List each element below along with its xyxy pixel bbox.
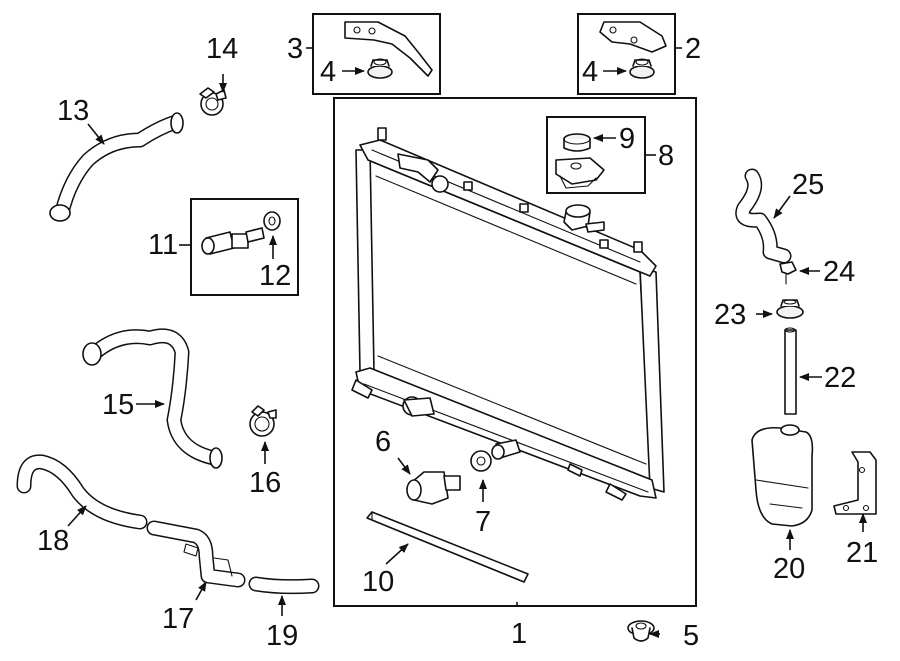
bypass-pipe-17 [146,520,246,588]
callout-8: 8 [658,140,674,172]
callout-24: 24 [823,256,855,288]
box-part-3 [312,13,441,95]
callout-16: 16 [249,467,281,499]
callout-2: 2 [685,33,701,65]
callout-15: 15 [102,389,134,421]
callout-13: 13 [57,95,89,127]
callout-11: 11 [148,229,178,261]
radiator-cap [555,157,605,189]
reservoir-cap [776,299,804,319]
callout-17: 17 [162,603,194,635]
callout-1: 1 [511,618,527,650]
box-part-11 [190,198,299,296]
drain-plug [201,227,265,255]
callout-4-left: 4 [320,56,336,88]
callout-22: 22 [824,362,856,394]
reservoir-bracket [833,451,877,515]
coolant-reservoir [751,424,814,527]
leader-lines [67,47,867,638]
lower-radiator-hose [82,328,223,469]
callout-7: 7 [475,506,491,538]
callout-10: 10 [362,566,394,598]
callout-4-right: 4 [582,56,598,88]
radiator-cap-seal [563,133,591,152]
outlet-fitting [406,471,461,505]
hose-19 [248,576,320,595]
callout-5: 5 [683,620,699,652]
callout-23: 23 [714,299,746,331]
hose-18 [16,454,148,530]
clip-24 [779,261,797,285]
callout-6: 6 [375,426,391,458]
callout-19: 19 [266,620,298,652]
callout-20: 20 [773,553,805,585]
hose-clamp-14 [199,87,227,116]
o-ring-12 [263,211,281,231]
hose-clamp-16 [249,405,277,437]
bracket-right [599,21,667,53]
callout-3: 3 [287,33,303,65]
callout-21: 21 [846,537,878,569]
grommet-mount-right [629,58,655,79]
reservoir-hose [735,168,792,264]
bracket-left [344,21,433,77]
callout-12: 12 [259,260,291,292]
washer-7 [470,450,492,472]
box-part-2 [577,13,676,95]
grommet-5 [627,620,655,642]
callout-25: 25 [792,169,824,201]
callout-14: 14 [206,33,238,65]
callout-9: 9 [619,123,635,155]
callout-18: 18 [37,525,69,557]
reservoir-tube [784,327,797,415]
box-radiator-assembly [333,97,697,607]
radiator [351,127,665,501]
callout-numbers: 1 2 3 4 4 5 6 7 8 9 10 11 12 13 14 15 16… [37,33,878,652]
upper-radiator-hose [49,112,184,222]
seal-strip [366,511,529,583]
grommet-mount-left [367,58,393,79]
